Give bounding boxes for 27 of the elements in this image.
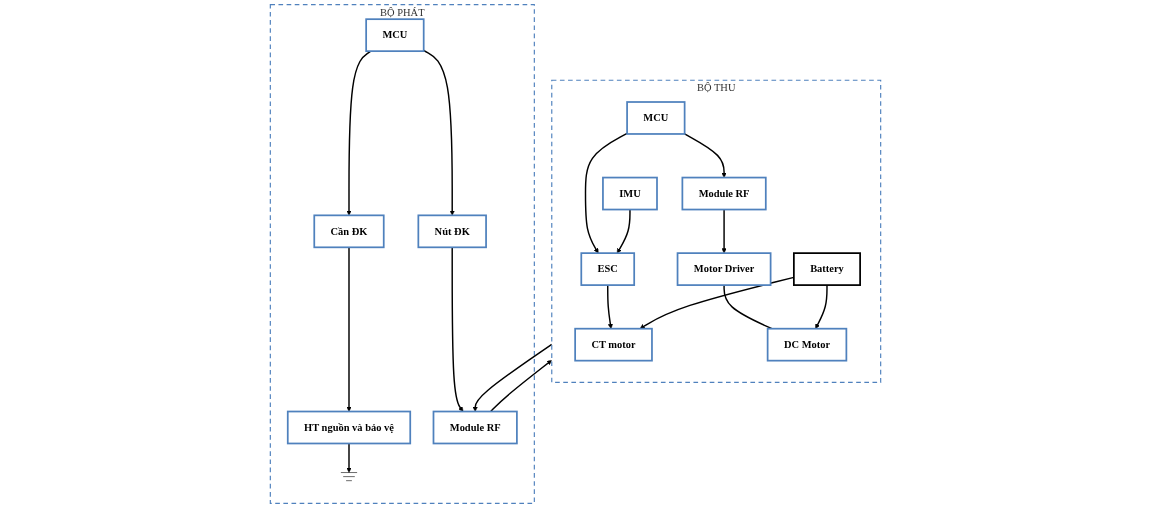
node-box: Module RF [432, 410, 518, 445]
arrow [721, 208, 727, 254]
arrow [616, 208, 631, 254]
arrow [815, 284, 828, 329]
node-box: Battery [793, 252, 861, 286]
node-box: DC Motor [766, 327, 848, 362]
arrow [346, 50, 372, 216]
node-box: IMU [602, 176, 658, 211]
arrow [607, 284, 613, 329]
arrow [346, 442, 352, 473]
connector [723, 284, 773, 330]
node-box: Motor Driver [676, 252, 772, 286]
node-box: CT motor [574, 327, 653, 362]
node-box: ESC [580, 252, 636, 286]
node-box: Module RF [681, 176, 767, 211]
node-box: Nút ĐK [417, 214, 487, 249]
node-box: MCU [365, 18, 425, 52]
arrow [422, 49, 455, 216]
ground-symbol [340, 472, 358, 481]
arrow [451, 246, 464, 412]
arrow [584, 132, 628, 254]
node-box: Cần ĐK [313, 214, 385, 249]
node-box: HT nguồn và bảo vệ [286, 410, 412, 445]
arrow [489, 359, 552, 413]
arrow [683, 133, 727, 178]
arrow [346, 246, 352, 412]
node-box: MCU [626, 101, 686, 135]
